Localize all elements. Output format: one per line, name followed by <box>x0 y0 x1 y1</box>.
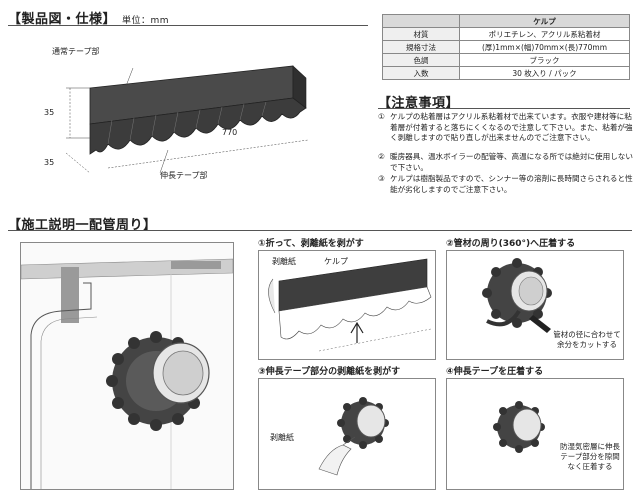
spec-header: ケルプ <box>459 14 630 28</box>
step-3-label: ③伸長テープ部分の剥離紙を剥がす <box>258 367 401 377</box>
product-drawing <box>65 65 309 174</box>
caution-text: 暖房器具、温水ボイラーの配管等、高温になる所では絶対に使用しないで下さい。 <box>390 152 633 172</box>
label-stretch-tape: 伸長テープ部 <box>160 171 208 180</box>
unit-label: 単位：mm <box>122 16 170 26</box>
caution-text: ケルプは樹脂製品ですので、シンナー等の溶剤に長時間さらされると性能が劣化しますの… <box>390 174 633 194</box>
cutter-icon <box>529 315 551 333</box>
caution-title-rule <box>378 108 630 109</box>
step-2-caption: 管材の径に合わせて余分をカットする <box>553 330 621 349</box>
step-3-tag-release-paper: 剥離紙 <box>270 433 294 442</box>
step-4-caption: 防湿気密層に伸長テープ部分を隙間なく圧着する <box>560 442 620 471</box>
peel-stretch-illustration <box>318 397 389 476</box>
spec-value: ポリエチレン、アクリル系粘着材 <box>459 27 630 41</box>
table-row: 規格寸法 (厚)1mm×(幅)70mm×(長)770mm <box>382 40 630 54</box>
step-1-tag-kelp: ケルプ <box>324 257 348 266</box>
product-section-title: 【製品図・仕様】単位：mm <box>8 8 169 27</box>
spec-value: 30 枚入り / パック <box>459 66 630 80</box>
caution-title: 【注意事項】 <box>378 96 460 111</box>
product-title: 【製品図・仕様】 <box>8 12 117 27</box>
wrap-pipe-illustration <box>482 258 552 333</box>
label-normal-tape: 通常テープ部 <box>52 47 100 56</box>
step-1-panel <box>258 250 436 360</box>
spec-table: ケルプ 材質 ポリエチレン、アクリル系粘着材 規格寸法 (厚)1mm×(幅)70… <box>382 14 630 80</box>
caution-num: ② <box>378 152 385 161</box>
install-main-illustration <box>20 242 234 490</box>
dim-length: 770 <box>222 128 238 137</box>
product-title-rule <box>8 25 368 26</box>
caution-item: ① ケルプの粘着層はアクリル系粘着材で出来ています。衣服や建材等に粘着層が付着す… <box>378 112 636 154</box>
spec-value: ブラック <box>459 53 630 67</box>
caution-item: ② 暖房器具、温水ボイラーの配管等、高温になる所では絶対に使用しないで下さい。 <box>378 152 636 174</box>
table-row: 色調 ブラック <box>382 53 630 67</box>
caution-num: ③ <box>378 174 385 183</box>
table-row: 材質 ポリエチレン、アクリル系粘着材 <box>382 27 630 41</box>
spec-header-row: ケルプ <box>382 14 630 28</box>
spec-value: (厚)1mm×(幅)70mm×(長)770mm <box>459 40 630 54</box>
dim-depth: 35 <box>44 158 55 167</box>
step-1-label: ①折って、剥離紙を剥がす <box>258 239 364 249</box>
step-3-panel <box>258 378 436 490</box>
step-4-label: ④伸長テープを圧着する <box>446 367 544 377</box>
step-1-tag-release-paper: 剥離紙 <box>272 257 296 266</box>
press-stretch-illustration <box>493 401 545 453</box>
spec-key: 材質 <box>382 27 460 41</box>
spec-key: 入数 <box>382 66 460 80</box>
hand-icon <box>318 444 352 476</box>
arrow-up-icon <box>350 321 364 343</box>
peel-illustration <box>268 258 432 352</box>
install-title: 【施工説明一配管周り】 <box>8 218 157 233</box>
caution-item: ③ ケルプは樹脂製品ですので、シンナー等の溶剤に長時間さらされると性能が劣化しま… <box>378 174 636 196</box>
caution-text: ケルプの粘着層はアクリル系粘着材で出来ています。衣服や建材等に粘着層が付着すると… <box>390 112 633 142</box>
step-4-panel <box>446 378 624 490</box>
spec-key: 色調 <box>382 53 460 67</box>
dim-height: 35 <box>44 108 55 117</box>
pipe-wall-illustration <box>20 243 234 489</box>
table-row: 入数 30 枚入り / パック <box>382 66 630 80</box>
step-2-label: ②管材の周り(360°)へ圧着する <box>446 239 576 249</box>
spec-key: 規格寸法 <box>382 40 460 54</box>
spec-header-blank <box>382 14 460 28</box>
install-title-rule <box>8 230 632 231</box>
caution-num: ① <box>378 112 385 121</box>
stretch-tape-face <box>89 97 307 155</box>
step-2-panel <box>446 250 624 360</box>
